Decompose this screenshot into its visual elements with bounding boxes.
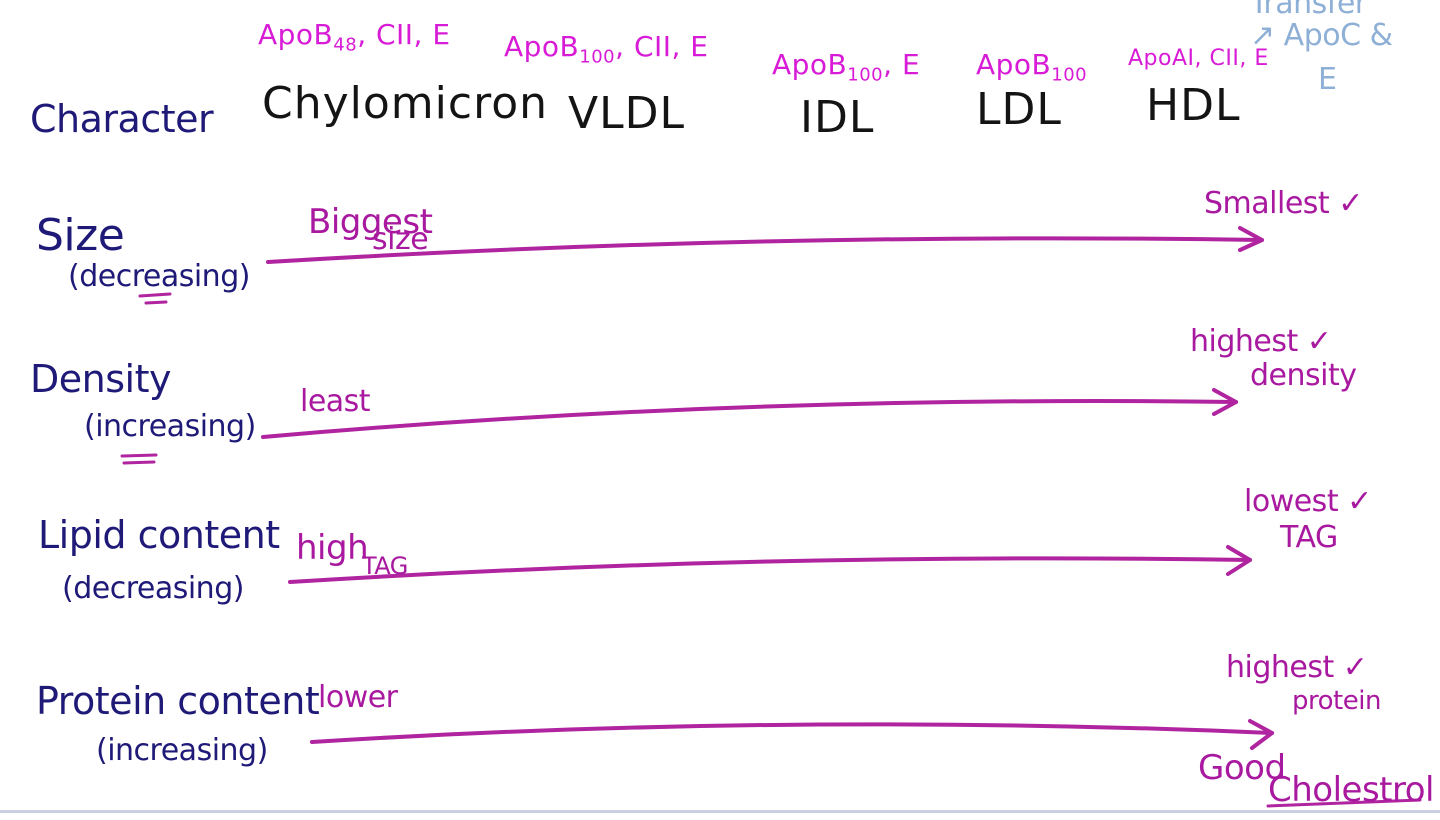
size-start-note: Biggest: [308, 202, 433, 242]
good-note: Good: [1198, 748, 1286, 788]
protein-end-note2: protein: [1292, 686, 1381, 716]
lipoprotein-idl: IDL: [800, 92, 875, 143]
lipid-start-note: high: [296, 528, 369, 568]
apo-idl-sub: 100: [847, 64, 884, 86]
apo-ldl-main: ApoB: [976, 48, 1052, 81]
protein-content-trend: (increasing): [96, 733, 268, 768]
density-trend: (increasing): [84, 409, 256, 444]
density-start-note: least: [300, 384, 371, 419]
cholestrol-underline: [1266, 798, 1422, 808]
apo-vldl-rest: , CII, E: [615, 30, 709, 63]
lipoprotein-vldl: VLDL: [568, 88, 686, 139]
size-end-note: Smallest ✓: [1204, 186, 1363, 221]
density-end-note2: density: [1250, 358, 1357, 393]
apo-idl-rest: , E: [883, 48, 921, 81]
apo-vldl: ApoB100, CII, E: [504, 30, 709, 68]
apo-idl: ApoB100, E: [772, 48, 920, 86]
lipid-arrowhead: [1226, 545, 1252, 576]
protein-content-label: Protein content: [36, 679, 320, 723]
page-bottom-rule: [0, 810, 1440, 813]
character-label: Character: [30, 97, 214, 141]
lipoprotein-hdl: HDL: [1146, 80, 1241, 131]
apo-ldl: ApoB100: [976, 48, 1087, 86]
apo-chylomicron-sub: 48: [333, 34, 358, 56]
density-underline: [120, 453, 158, 465]
protein-end-note: highest ✓: [1226, 650, 1368, 685]
density-arrow: [261, 399, 1238, 439]
apo-chylomicron-main: ApoB: [258, 18, 334, 51]
apo-chylomicron-rest: , CII, E: [357, 18, 451, 51]
apo-vldl-main: ApoB: [504, 30, 580, 63]
apo-vldl-sub: 100: [579, 46, 616, 68]
protein-start-note: lower: [318, 680, 398, 715]
lipoprotein-chylomicron: Chylomicron: [262, 78, 548, 129]
protein-arrowhead: [1248, 719, 1274, 750]
apo-idl-main: ApoB: [772, 48, 848, 81]
cholestrol-note: Cholestrol: [1268, 770, 1434, 810]
apo-ldl-sub: 100: [1051, 64, 1088, 86]
size-underline: [138, 292, 172, 305]
size-start-note2: size: [372, 222, 429, 257]
side-note-line3: E: [1318, 62, 1337, 97]
protein-arrow: [310, 722, 1274, 744]
lipid-end-note: lowest ✓: [1244, 484, 1372, 519]
side-note-line1: Transfer: [1250, 0, 1367, 21]
density-end-note: highest ✓: [1190, 324, 1332, 359]
density-arrowhead: [1212, 388, 1238, 416]
lipid-content-trend: (decreasing): [62, 571, 244, 606]
lipid-start-note2: TAG: [362, 552, 408, 580]
size-arrow: [266, 236, 1264, 264]
size-trend: (decreasing): [68, 259, 250, 294]
side-note-line2: ↗ ApoC &: [1250, 18, 1393, 53]
size-arrowhead: [1238, 226, 1264, 252]
density-label: Density: [30, 357, 171, 401]
lipoprotein-ldl: LDL: [976, 84, 1062, 135]
size-label: Size: [36, 210, 125, 261]
lipid-arrow: [288, 556, 1252, 584]
lipid-end-note2: TAG: [1280, 520, 1338, 555]
apo-chylomicron: ApoB48, CII, E: [258, 18, 451, 56]
lipid-content-label: Lipid content: [38, 513, 280, 557]
apo-hdl: ApoAI, CII, E: [1128, 46, 1269, 71]
